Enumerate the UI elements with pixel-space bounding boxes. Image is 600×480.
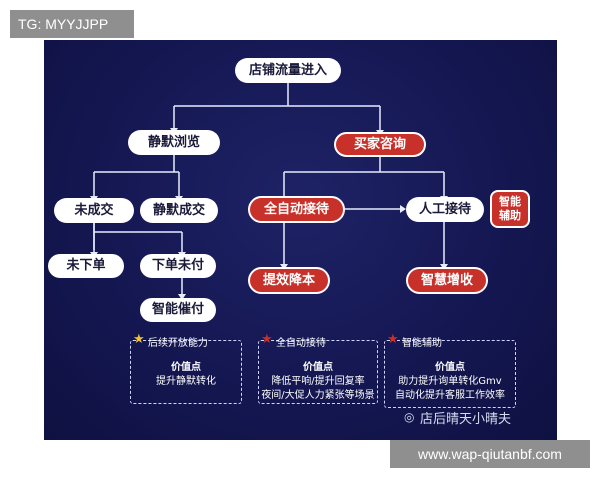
node-silent-browse: 静默浏览	[128, 130, 220, 155]
star-icon: ★	[261, 332, 273, 347]
value-line: 夜间/大促人力紧张等场景	[261, 390, 375, 401]
star-icon: ★	[387, 332, 399, 347]
node-manual-reception: 人工接待	[406, 197, 484, 222]
section-label-auto-reception: 全自动接待	[276, 338, 326, 349]
node-smart-assist: 智能 辅助	[490, 190, 530, 228]
value-box-follow-up	[130, 340, 242, 404]
node-not-deal: 未成交	[54, 198, 134, 223]
node-store-traffic: 店铺流量进入	[235, 58, 341, 83]
node-silent-deal: 静默成交	[140, 198, 218, 223]
bottom-url-tag: www.wap-qiutanbf.com	[390, 440, 590, 468]
wechat-icon: ◎	[404, 410, 415, 424]
node-no-order: 未下单	[48, 254, 124, 278]
value-box-smart-assist	[384, 340, 516, 408]
connector-lines	[90, 82, 448, 300]
top-watermark-tag: TG: MYYJJPP	[10, 10, 134, 38]
star-icon: ★	[133, 332, 145, 347]
value-line: 降低平响/提升回复率	[271, 376, 365, 387]
node-order-unpaid: 下单未付	[140, 254, 216, 278]
node-buyer-inquiry: 买家咨询	[334, 132, 426, 157]
node-smart-growth: 智慧增收	[406, 267, 488, 294]
node-auto-reception: 全自动接待	[248, 196, 345, 223]
watermark-text: 店后晴天小晴夫	[420, 412, 512, 427]
diagram-panel: 店铺流量进入 静默浏览 买家咨询 未成交 静默成交 全自动接待 人工接待 智能 …	[44, 40, 557, 440]
node-smart-remind: 智能催付	[140, 298, 216, 322]
value-line: 自动化提升客服工作效率	[395, 390, 505, 401]
value-title: 价值点	[303, 362, 333, 373]
value-line: 提升静默转化	[156, 376, 216, 387]
value-box-auto-reception	[258, 340, 378, 404]
value-line: 助力提升询单转化Gmv	[398, 376, 502, 387]
smart-assist-line-2: 辅助	[499, 209, 521, 222]
node-efficiency: 提效降本	[248, 267, 330, 294]
section-label-follow-up: 后续开放能力	[148, 338, 208, 349]
value-title: 价值点	[171, 362, 201, 373]
section-label-smart-assist: 智能辅助	[402, 338, 442, 349]
value-title: 价值点	[435, 362, 465, 373]
smart-assist-line-1: 智能	[499, 195, 521, 208]
